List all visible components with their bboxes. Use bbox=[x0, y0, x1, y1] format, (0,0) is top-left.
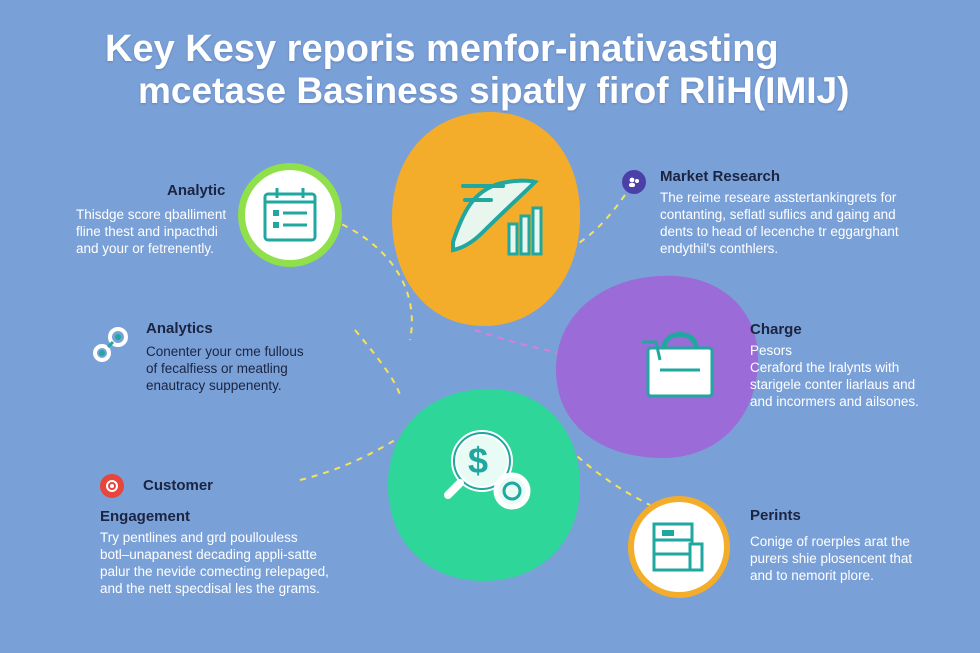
market-research-line-1: The reime researe asstertankingrets for bbox=[660, 190, 897, 205]
market-research-line-2: contanting, seflatl suflics and gaing an… bbox=[660, 207, 896, 222]
people-badge-icon bbox=[622, 170, 646, 194]
analytics-line-3: enautracy suppenenty. bbox=[146, 378, 282, 393]
cart-icon bbox=[642, 332, 714, 398]
charge-line-4: and incormers and ailsones. bbox=[750, 394, 919, 409]
customer-description: Try pentlines and grd poullouless botl–u… bbox=[100, 529, 329, 597]
analytics-description: Conenter your cme fullous of fecalfiess … bbox=[146, 343, 304, 394]
perints-line-2: purers shie plosencent that bbox=[750, 551, 913, 566]
perints-heading: Perints bbox=[750, 507, 801, 524]
analytic-line-2: fline thest and inpacthdi bbox=[76, 224, 218, 239]
gears-icon bbox=[93, 327, 128, 362]
dollar-search-icon bbox=[444, 430, 531, 510]
box-package-icon bbox=[652, 522, 704, 572]
charge-line-3: starigele conter liarlaus and bbox=[750, 377, 916, 392]
analytic-icon-ring bbox=[238, 163, 342, 267]
analytic-heading: Analytic bbox=[167, 182, 226, 199]
analytic-description: Thisdge score qballiment fline thest and… bbox=[76, 206, 226, 257]
charge-description: Pesors Ceraford the lralynts with starig… bbox=[750, 342, 919, 410]
analytic-line-3: and your or fetrenently. bbox=[76, 241, 214, 256]
analytics-line-1: Conenter your cme fullous bbox=[146, 344, 304, 359]
market-research-line-4: endythil's conthlers. bbox=[660, 241, 779, 256]
perints-description: Conige of roerples arat the purers shie … bbox=[750, 533, 912, 584]
market-research-description: The reime researe asstertankingrets for … bbox=[660, 189, 899, 257]
charge-line-1: Pesors bbox=[750, 343, 793, 358]
market-research-line-3: dents to head of lecenche tr eggarghant bbox=[660, 224, 899, 239]
connector-analytics bbox=[354, 329, 401, 396]
customer-heading: Customer bbox=[143, 477, 214, 494]
market-research-heading: Market Research bbox=[660, 168, 781, 185]
title-line-1: Key Kesy reporis menfor-inativasting bbox=[105, 28, 779, 70]
title-line-2: mcetase Basiness sipatly firof RliH(IMIJ… bbox=[138, 70, 850, 111]
connector-market bbox=[559, 194, 626, 256]
customer-line-3: palur the nevide comecting relepaged, bbox=[100, 564, 329, 579]
connector-customer bbox=[299, 439, 396, 481]
customer-line-4: and the nett specdisal les the grams. bbox=[100, 581, 320, 596]
customer-subheading: Engagement bbox=[100, 508, 191, 525]
target-badge-icon bbox=[100, 474, 124, 498]
connector-analytic bbox=[319, 214, 413, 341]
analytics-line-2: of fecalfiess or meatling bbox=[146, 361, 288, 376]
analytic-line-1: Thisdge score qballiment bbox=[76, 207, 227, 222]
growth-chart-icon bbox=[451, 178, 543, 256]
perints-icon-ring bbox=[628, 496, 730, 598]
perints-line-3: and to nemorit plore. bbox=[750, 568, 874, 583]
dollar-symbol: $ bbox=[468, 440, 489, 481]
customer-line-2: botl–unapanest decading appli-satte bbox=[100, 547, 317, 562]
calendar-list-icon bbox=[263, 188, 317, 242]
charge-heading: Charge bbox=[750, 321, 802, 338]
analytics-heading: Analytics bbox=[146, 320, 213, 337]
perints-line-1: Conige of roerples arat the bbox=[750, 534, 910, 549]
charge-line-2: Ceraford the lralynts with bbox=[750, 360, 900, 375]
customer-line-1: Try pentlines and grd poullouless bbox=[100, 530, 298, 545]
